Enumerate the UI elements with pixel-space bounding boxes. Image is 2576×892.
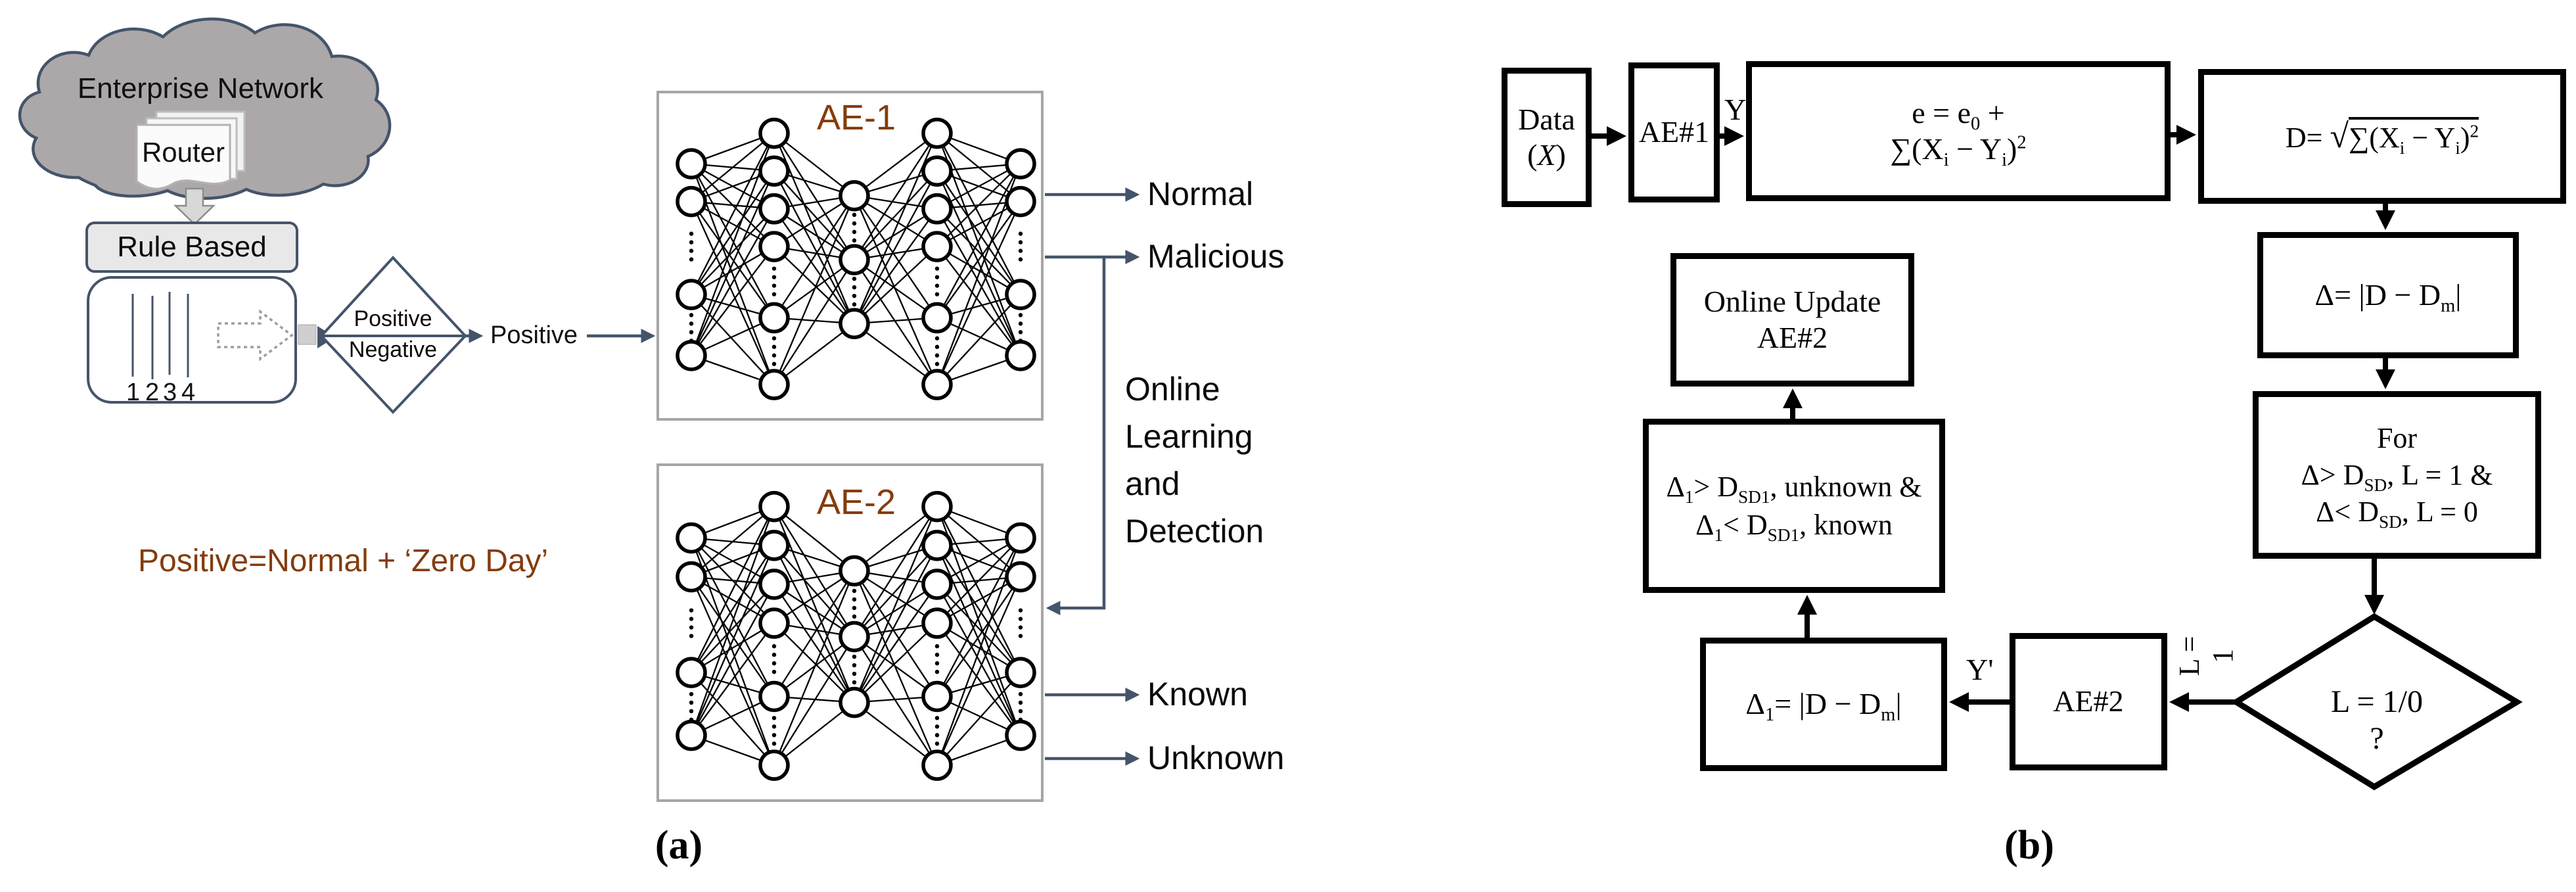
positive-note: Positive=Normal + ‘Zero Day’ <box>138 544 549 578</box>
for-line3: Δ< DSD, L = 0 <box>2316 495 2478 532</box>
flow-box-for: For Δ> DSD, L = 1 & Δ< DSD, L = 0 <box>2253 391 2541 559</box>
router-pages-icon <box>135 110 246 190</box>
rule-based-box: Rule Based <box>85 222 298 273</box>
flow-box-ae1-text: AE#1 <box>1638 115 1710 149</box>
flow-box-data-text: Data (X) <box>1518 102 1575 172</box>
enterprise-cloud-icon <box>18 17 392 200</box>
online-line4: Detection <box>1125 513 1264 550</box>
ae1-label: AE-1 <box>817 98 896 137</box>
diamond-b-text: L = 1/0 ? <box>2278 684 2475 757</box>
delta-formula: Δ= |D − Dm| <box>2314 277 2462 317</box>
flow-box-ae1: AE#1 <box>1628 62 1720 202</box>
arrow-feedback-to-ae2 <box>1046 257 1106 615</box>
label-y-prime: Y' <box>1966 653 1994 686</box>
online-learning-text: Online Learning and Detection <box>1125 365 1264 555</box>
label-l1: L = 1 <box>2173 636 2239 676</box>
flow-box-delta1: Δ1= |D − Dm| <box>1700 638 1947 771</box>
update-text: Online Update AE#2 <box>1703 285 1881 354</box>
delta1-formula: Δ1= |D − Dm| <box>1745 687 1902 726</box>
cloud-down-arrow <box>173 187 216 225</box>
ae2-box <box>656 463 1044 802</box>
diamond-positive: Positive <box>354 306 432 331</box>
dotted-arrow-icon <box>217 309 294 362</box>
flow-box-ae2-text: AE#2 <box>2053 684 2124 718</box>
online-line1: Online <box>1125 371 1220 408</box>
unknown-label: Unknown <box>1147 739 1285 776</box>
online-line2: Learning <box>1125 418 1253 455</box>
for-line1: For <box>2376 421 2418 454</box>
distance-formula: D= √∑(Xi − Yi)2 <box>2285 116 2479 158</box>
flow-box-error: e = e0 + ∑(Xi − Yi)2 <box>1746 61 2171 201</box>
flow-box-delta: Δ= |D − Dm| <box>2257 232 2519 358</box>
error-formula-line1: e = e0 + <box>1912 96 2005 135</box>
positive-arrow-label: Positive <box>490 321 578 349</box>
diamond-negative: Negative <box>348 337 438 362</box>
error-formula-line2: ∑(Xi − Yi)2 <box>1890 131 2027 170</box>
traffic-lines <box>131 292 189 379</box>
cloud-label: Enterprise Network <box>77 72 324 105</box>
flow-box-compare: Δ1> DSD1, unknown & Δ1< DSD1, known <box>1643 419 1945 593</box>
flow-box-distance: D= √∑(Xi − Yi)2 <box>2198 69 2566 204</box>
label-y: Y <box>1724 93 1747 126</box>
diamond-b-line2: ? <box>2370 721 2384 756</box>
malicious-label: Malicious <box>1147 238 1285 275</box>
caption-a: (a) <box>655 822 703 868</box>
compare-line1: Δ1> DSD1, unknown & <box>1666 470 1922 507</box>
normal-label: Normal <box>1147 176 1254 212</box>
online-line3: and <box>1125 465 1180 502</box>
diamond-b-line1: L = 1/0 <box>2331 684 2423 719</box>
router-label: Router <box>141 137 225 168</box>
decision-diamond-b <box>2230 613 2523 791</box>
ae1-network <box>676 117 1036 400</box>
diamond-text: Positive Negative <box>327 304 459 365</box>
ae1-box <box>656 91 1044 421</box>
ae2-network <box>676 490 1036 781</box>
caption-b: (b) <box>2004 822 2054 868</box>
flow-box-update: Online Update AE#2 <box>1670 253 1914 387</box>
connector-square <box>298 324 317 345</box>
traffic-box <box>87 276 297 404</box>
for-line2: Δ> DSD, L = 1 & <box>2301 458 2493 495</box>
ae2-label: AE-2 <box>817 482 896 522</box>
known-label: Known <box>1147 676 1248 713</box>
flow-box-data: Data (X) <box>1502 68 1592 207</box>
flow-box-ae2: AE#2 <box>2010 633 2167 770</box>
compare-line2: Δ1< DSD1, known <box>1695 508 1893 545</box>
